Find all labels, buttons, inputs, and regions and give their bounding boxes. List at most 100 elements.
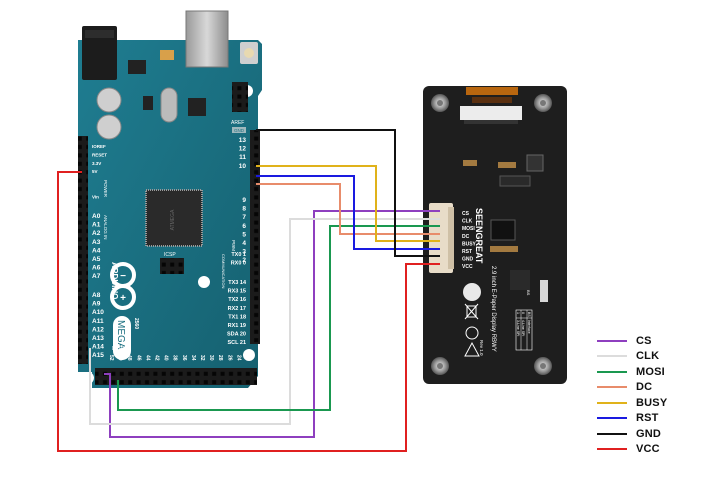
connector-pin-label: VCC bbox=[462, 264, 473, 270]
connector-pin-label: CS bbox=[462, 211, 470, 217]
wires bbox=[57, 129, 440, 452]
wire-rst bbox=[256, 175, 440, 250]
icsp-label: ICSP bbox=[164, 252, 176, 258]
legend-item-vcc: VCC bbox=[597, 442, 707, 458]
comm-pin-label: TX2 16 bbox=[228, 297, 246, 303]
digital-pin-label: 50 bbox=[117, 355, 123, 361]
analog-pin-label: A3 bbox=[92, 239, 101, 246]
digital-pin-label: 44 bbox=[144, 355, 150, 361]
digital-header-bottom bbox=[95, 368, 257, 385]
comm-pin-label: SCL 21 bbox=[227, 340, 246, 346]
analog-pin-label: A14 bbox=[92, 344, 104, 351]
analog-pin-label: A11 bbox=[92, 318, 104, 325]
power-header-label: POWER bbox=[103, 180, 108, 198]
aref-label: AREF bbox=[231, 120, 244, 126]
no-touch-icon bbox=[465, 326, 479, 340]
analog-pin-label: A15 bbox=[92, 352, 104, 359]
analog-pin-label: A10 bbox=[92, 309, 104, 316]
pwm-pin-label: 11 bbox=[239, 154, 246, 161]
legend-swatch bbox=[597, 339, 627, 342]
weee-bin-icon bbox=[464, 303, 479, 320]
pwm-pin-label: 8 bbox=[242, 206, 246, 213]
pwm-pin-label: 9 bbox=[242, 197, 246, 204]
arduino-brand-label: ARDUINO bbox=[110, 262, 119, 299]
legend-label: DC bbox=[636, 381, 653, 394]
driver-ic bbox=[490, 219, 516, 241]
rohs-icon bbox=[463, 283, 481, 301]
analog-pin-label: A4 bbox=[92, 247, 101, 254]
pwm-label: PWM bbox=[231, 240, 236, 251]
inductor bbox=[526, 154, 544, 172]
capacitor bbox=[96, 87, 122, 113]
power-analog-header bbox=[78, 136, 88, 364]
comm-pin-label: TX1 18 bbox=[228, 314, 246, 320]
screw bbox=[534, 357, 552, 375]
pwm-pin-label: 13 bbox=[239, 137, 247, 144]
digital-pin-label: 36 bbox=[181, 355, 187, 361]
digital-pin-label: 30 bbox=[208, 355, 214, 361]
wire-vcc bbox=[57, 171, 440, 452]
pwm-pin-label: 7 bbox=[242, 214, 246, 221]
comm-pin-label: TX0 1 bbox=[231, 252, 246, 258]
legend-item-mosi: MOSI bbox=[597, 364, 707, 380]
arduino-mega-board: ATMEGA ICSP − + ARDUINO MEGA 2560 IOREFR… bbox=[78, 10, 262, 388]
pwm-pin-label: 6 bbox=[242, 223, 246, 230]
comm-pin-label: RX1 19 bbox=[228, 323, 246, 329]
screw bbox=[431, 94, 449, 112]
legend-label: MOSI bbox=[636, 365, 665, 378]
digital-pin-label: 34 bbox=[190, 355, 196, 361]
icsp-header-bottom bbox=[160, 258, 184, 274]
legend-label: VCC bbox=[636, 443, 660, 456]
wire-gnd bbox=[256, 129, 440, 257]
digital-pin-label: 24 bbox=[235, 355, 241, 361]
table-cell: 3-Line SPI bbox=[516, 320, 520, 336]
comm-pin-label: SDA 20 bbox=[227, 332, 246, 338]
epaper-product-label: 2.9 inch E-Paper Display RBWY bbox=[490, 266, 496, 352]
legend-swatch bbox=[597, 401, 627, 404]
legend-swatch bbox=[597, 448, 627, 451]
screw bbox=[431, 357, 449, 375]
pwm-pin-label: 5 bbox=[242, 231, 246, 238]
legend-item-rst: RST bbox=[597, 411, 707, 427]
arduino-variant-label: 2560 bbox=[133, 318, 139, 329]
fpc-ribbon bbox=[466, 87, 518, 95]
pwm-pin-label: 4 bbox=[242, 240, 246, 247]
legend-swatch bbox=[597, 355, 627, 358]
svg-text:+: + bbox=[120, 293, 126, 304]
esd-warning-icon bbox=[464, 341, 480, 357]
legend-item-clk: CLK bbox=[597, 349, 707, 365]
wire-dc bbox=[256, 183, 440, 235]
analog-pin-label: A0 bbox=[92, 213, 101, 220]
mounting-hole bbox=[243, 349, 255, 361]
analog-pin-label: A7 bbox=[92, 273, 101, 280]
pwm-pin-label: 10 bbox=[239, 163, 247, 170]
legend-label: RST bbox=[636, 412, 659, 425]
analog-pin-label: A12 bbox=[92, 326, 104, 333]
analog-header-label: ANALOG IN bbox=[103, 215, 108, 240]
digital-pin-label: 26 bbox=[226, 355, 232, 361]
analog-pin-label: A1 bbox=[92, 222, 101, 229]
analog-pin-label: A5 bbox=[92, 256, 101, 263]
analog-pin-label: A9 bbox=[92, 301, 101, 308]
analog-pin-label: A6 bbox=[92, 265, 101, 272]
wire-busy bbox=[256, 165, 440, 242]
digital-pin-label: 52 bbox=[108, 355, 114, 361]
power-pin-label: Vin bbox=[92, 194, 99, 199]
legend-label: GND bbox=[636, 427, 662, 440]
digital-pin-label: 40 bbox=[163, 355, 169, 361]
digital-header-right bbox=[250, 130, 260, 344]
comm-pin-label: RX2 17 bbox=[228, 306, 246, 312]
arduino-model-label: MEGA bbox=[115, 320, 126, 350]
connector-pin-label: GND bbox=[462, 257, 474, 263]
bs-switch[interactable] bbox=[540, 280, 548, 302]
table-header-interface: Interface bbox=[527, 320, 531, 334]
arduino-logo: − + bbox=[110, 262, 136, 310]
connector-pin-label: CLK bbox=[462, 219, 473, 225]
legend-swatch bbox=[597, 386, 627, 389]
legend-swatch bbox=[597, 370, 627, 373]
legend-swatch bbox=[597, 432, 627, 435]
digital-pin-label: 42 bbox=[154, 355, 160, 361]
